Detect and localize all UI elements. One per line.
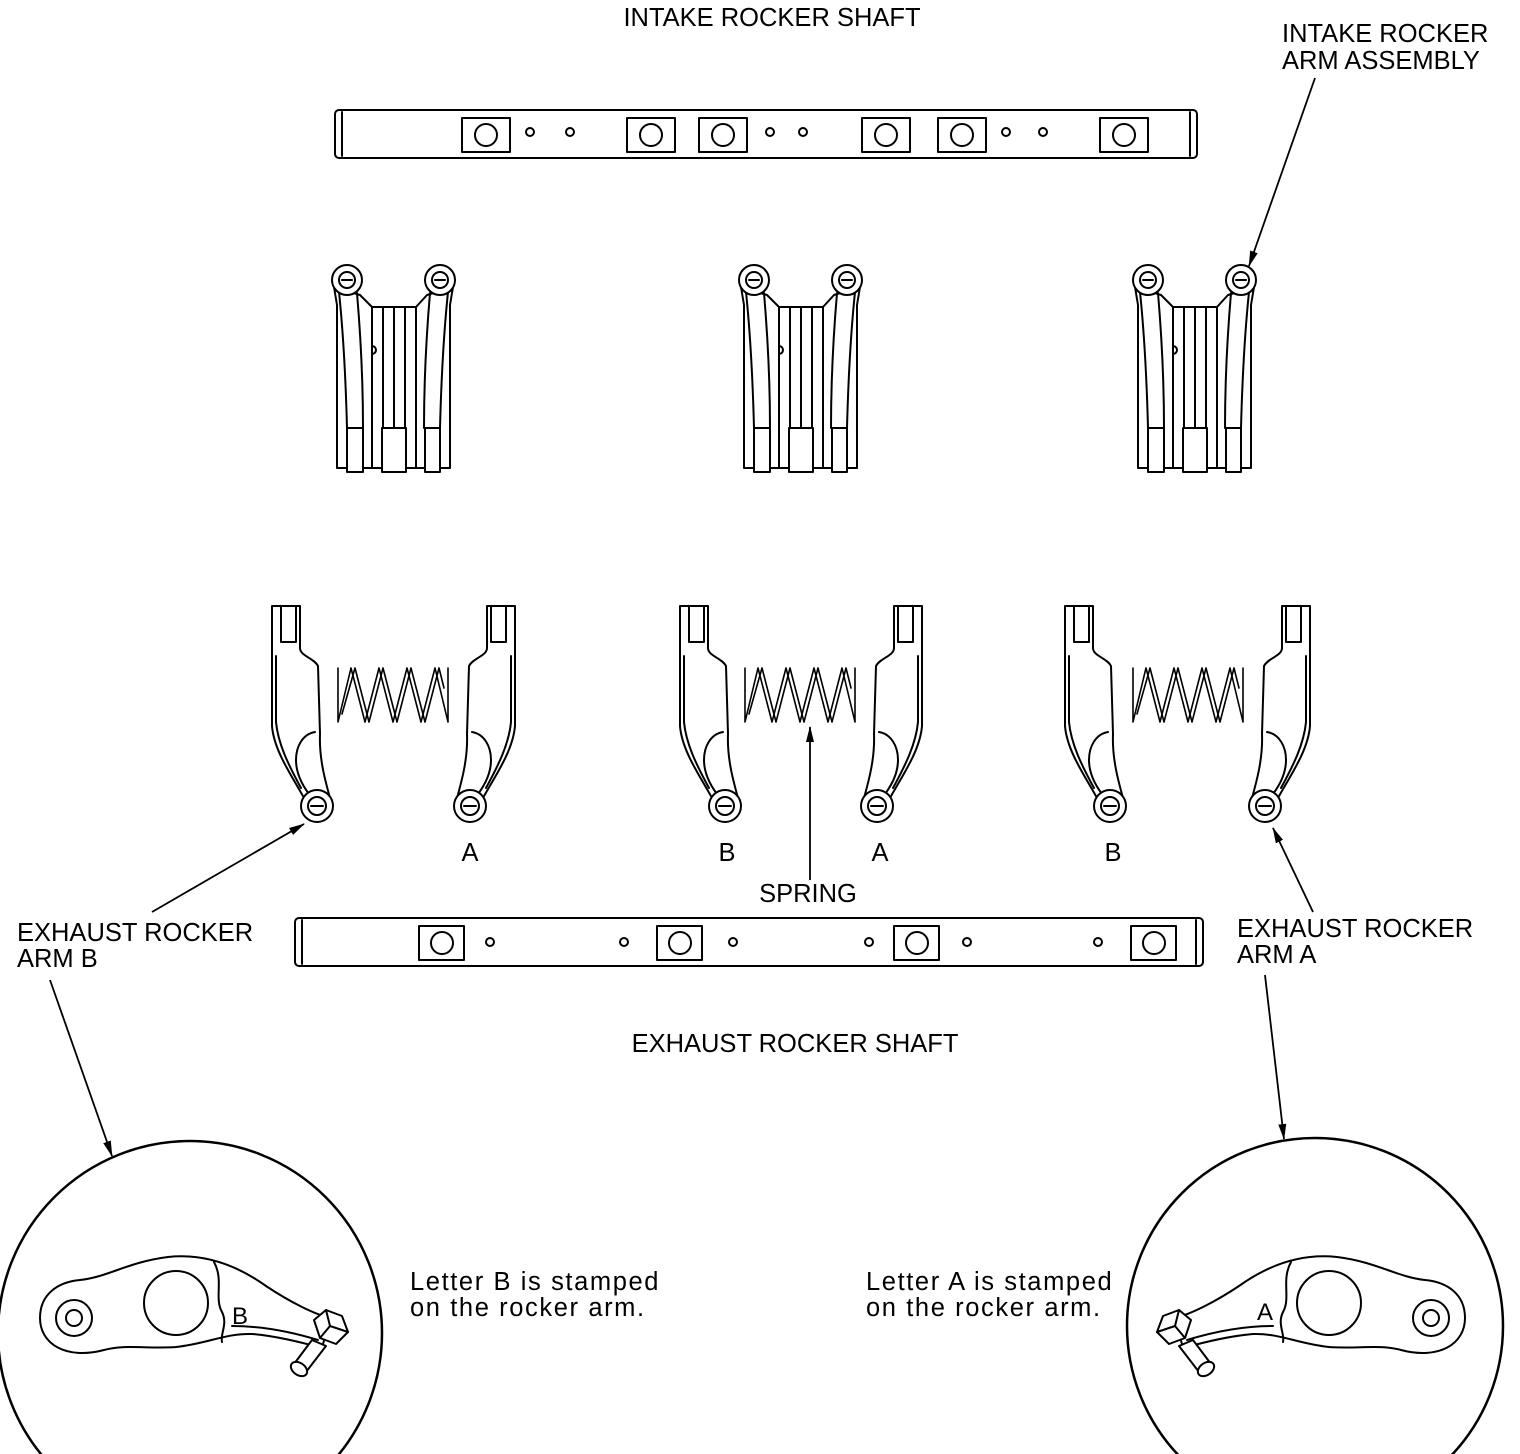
exhaust-rocker-shaft — [294, 917, 1204, 967]
arm-letter-4: B — [1104, 839, 1121, 867]
detail-b-leader-arrow — [49, 979, 113, 1157]
detail-b-stamp-letter: B — [232, 1303, 248, 1330]
intake-rocker-shaft — [334, 109, 1198, 159]
exhaust-rocker-shaft-label: EXHAUST ROCKER SHAFT — [632, 1030, 959, 1058]
arm-letter-2: B — [718, 839, 735, 867]
detail-b-note-line1: Letter B is stamped — [410, 1268, 660, 1296]
spring-2 — [744, 667, 856, 723]
exhaust-arm-b-label-line1: EXHAUST ROCKER — [17, 919, 253, 947]
detail-a-leader-arrow — [1264, 974, 1287, 1140]
intake-rocker-arm-assembly-2 — [738, 264, 863, 473]
arm-letter-3: A — [871, 839, 888, 867]
exhaust-arm-b-leader-arrow — [151, 823, 305, 913]
detail-a-note-line2: on the rocker arm. — [866, 1294, 1102, 1322]
exhaust-rocker-arm-a-3 — [1248, 605, 1311, 823]
exhaust-rocker-arm-b-1 — [271, 605, 334, 823]
spring-3 — [1132, 667, 1244, 723]
intake-arm-assembly-leader-arrow — [1248, 77, 1316, 267]
spring-1 — [337, 667, 449, 723]
intake-rocker-arm-assembly-3 — [1132, 264, 1257, 473]
exhaust-arm-a-label-line1: EXHAUST ROCKER — [1237, 915, 1473, 943]
exhaust-arm-b-label-line2: ARM B — [17, 945, 98, 973]
detail-a-stamp-letter: A — [1257, 1299, 1273, 1326]
arm-letter-1: A — [461, 839, 478, 867]
detail-a-note-line1: Letter A is stamped — [866, 1268, 1113, 1296]
detail-a-circle — [1125, 1136, 1505, 1454]
exhaust-arm-a-label-line2: ARM A — [1237, 941, 1316, 969]
exhaust-rocker-arm-b-3 — [1064, 605, 1127, 823]
intake-rocker-arm-assembly-1 — [331, 264, 456, 473]
exhaust-rocker-arm-a-2 — [860, 605, 923, 823]
exhaust-rocker-arm-a-1 — [453, 605, 516, 823]
detail-b-note-line2: on the rocker arm. — [410, 1294, 646, 1322]
detail-b-circle — [0, 1139, 384, 1454]
spring-label: SPRING — [759, 880, 857, 908]
detail-b-rocker-arm — [39, 1255, 349, 1381]
detail-a-rocker-arm — [1156, 1255, 1466, 1381]
intake-arm-assembly-label-line2: ARM ASSEMBLY — [1282, 47, 1480, 75]
exhaust-arm-a-leader-arrow — [1272, 827, 1314, 913]
exhaust-rocker-arm-b-2 — [679, 605, 742, 823]
intake-rocker-shaft-label: INTAKE ROCKER SHAFT — [623, 4, 920, 32]
intake-arm-assembly-label-line1: INTAKE ROCKER — [1282, 20, 1488, 48]
